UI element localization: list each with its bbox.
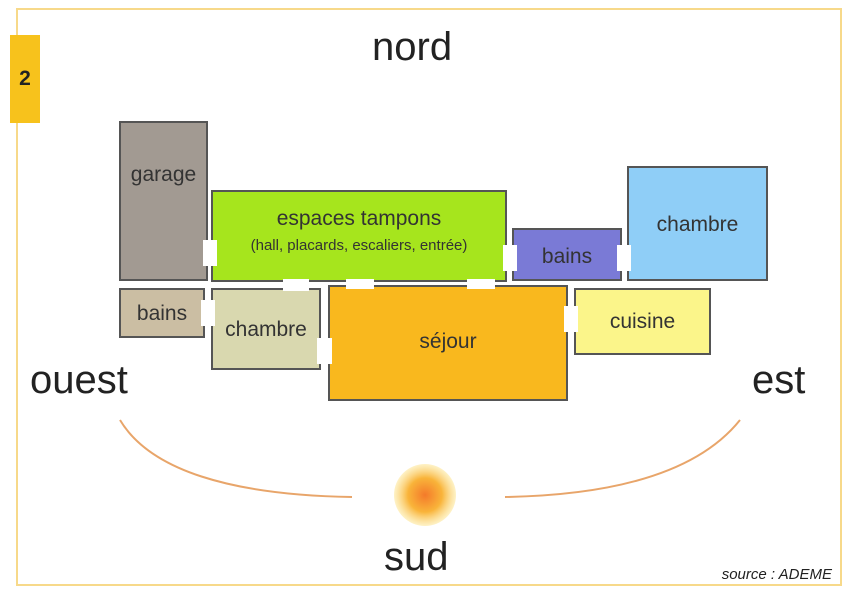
door-bedroom-living [317, 338, 332, 364]
door-bathroom-bedroom [617, 245, 631, 271]
room-garage: garage [119, 121, 208, 281]
room-living-label: séjour [419, 330, 477, 353]
room-bathroom-west: bains [119, 288, 205, 338]
door-bathroom-west [201, 300, 215, 326]
room-bathroom-north-label: bains [541, 245, 593, 268]
source-credit: source : ADEME [721, 566, 832, 583]
door-buffer-bedroom-south [283, 279, 309, 291]
door-buffer-bathroom [503, 245, 517, 271]
direction-east-label: est [752, 358, 806, 402]
direction-west-label: ouest [30, 358, 128, 402]
room-bedroom-northeast: chambre [627, 166, 768, 281]
room-living: séjour [328, 285, 568, 401]
room-buffer-detail: (hall, placards, escaliers, entrée) [250, 237, 468, 254]
door-living-kitchen [564, 306, 578, 332]
sun-icon [394, 464, 456, 526]
door-buffer-living-1 [346, 279, 374, 289]
direction-north-label: nord [372, 25, 453, 69]
sun-path-west [119, 419, 353, 498]
room-buffer-title: espaces tampons [276, 207, 442, 230]
room-kitchen: cuisine [574, 288, 711, 355]
room-bedroom-northeast-label: chambre [656, 213, 739, 236]
door-buffer-living-2 [467, 279, 495, 289]
room-bedroom-south-label: chambre [225, 318, 307, 341]
figure-number-badge: 2 [10, 35, 40, 123]
door-garage-buffer [203, 240, 217, 266]
room-garage-label: garage [130, 163, 197, 186]
room-kitchen-label: cuisine [609, 310, 676, 333]
direction-south-label: sud [384, 535, 449, 579]
room-bathroom-west-label: bains [136, 302, 188, 325]
room-bathroom-north: bains [512, 228, 622, 281]
room-buffer-spaces: espaces tampons (hall, placards, escalie… [211, 190, 507, 282]
sun-path-east [504, 419, 741, 498]
room-bedroom-south: chambre [211, 288, 321, 370]
